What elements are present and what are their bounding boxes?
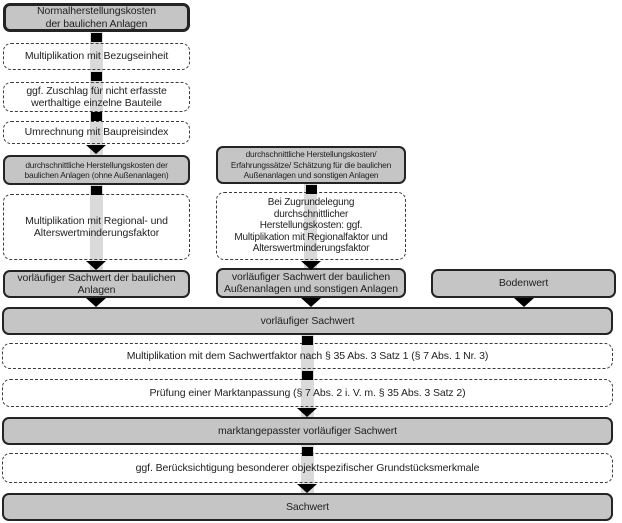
box-label: Bodenwert bbox=[498, 277, 549, 290]
box-label: Umrechnung mit Baupreisindex bbox=[24, 126, 169, 139]
box-beruecksichtigung-grundstuecksmerkmale: ggf. Berücksichtigung besonderer objekts… bbox=[2, 453, 613, 483]
box-durchschnittliche-herstellungskosten-bauliche-anlagen: durchschnittliche Herstellungskosten der… bbox=[3, 155, 190, 185]
arrow-down-icon bbox=[86, 145, 106, 154]
connector-band-middle bbox=[304, 172, 317, 275]
box-label: vorläufiger Sachwert der baulichen Anlag… bbox=[17, 271, 176, 296]
arrow-down-icon bbox=[297, 408, 317, 417]
box-vorlaeufiger-sachwert-bauliche-anlagen: vorläufiger Sachwert der baulichen Anlag… bbox=[3, 270, 190, 298]
box-multiplikation-sachwertfaktor: Multiplikation mit dem Sachwertfaktor na… bbox=[2, 343, 613, 369]
connector-square bbox=[91, 72, 102, 81]
arrow-down-icon bbox=[86, 261, 106, 270]
box-zuschlag-bauteile: ggf. Zuschlag für nicht erfasste werthal… bbox=[3, 82, 190, 112]
box-label: durchschnittliche Herstellungskosten/ Er… bbox=[230, 149, 392, 181]
box-umrechnung-baupreisindex: Umrechnung mit Baupreisindex bbox=[3, 121, 190, 144]
box-marktangepasster-vorlaeufiger-sachwert: marktangepasster vorläufiger Sachwert bbox=[2, 417, 613, 445]
connector-square bbox=[302, 371, 313, 380]
box-multiplikation-regional-alterswertminderungsfaktor: Multiplikation mit Regional- und Altersw… bbox=[3, 194, 190, 260]
connector-square bbox=[306, 185, 317, 194]
box-label: ggf. Zuschlag für nicht erfasste werthal… bbox=[26, 84, 167, 109]
box-vorlaeufiger-sachwert-aussenanlagen: vorläufiger Sachwert der baulichen Außen… bbox=[216, 268, 406, 298]
box-label: Multiplikation mit dem Sachwertfaktor na… bbox=[126, 349, 489, 362]
box-label: marktangepasster vorläufiger Sachwert bbox=[218, 424, 397, 437]
arrow-down-icon bbox=[86, 298, 106, 307]
box-label: vorläufiger Sachwert der baulichen Außen… bbox=[223, 270, 399, 295]
arrow-down-icon bbox=[297, 484, 317, 493]
box-label: Prüfung einer Marktanpassung (§ 7 Abs. 2… bbox=[149, 386, 466, 399]
box-pruefung-marktanpassung: Prüfung einer Marktanpassung (§ 7 Abs. 2… bbox=[2, 379, 613, 407]
box-label: durchschnittliche Herstellungskosten der… bbox=[24, 159, 169, 181]
box-zugrundelegung-multiplikation-regionalfaktor: Bei Zugrundelegung durchschnittlicher He… bbox=[216, 192, 406, 260]
connector-square bbox=[302, 447, 313, 456]
box-label: Sachwert bbox=[286, 500, 329, 513]
box-label: Multiplikation mit Regional- und Altersw… bbox=[25, 214, 168, 239]
box-label: ggf. Berücksichtigung besonderer objekts… bbox=[135, 461, 480, 474]
box-label: Normalherstellungskosten der baulichen A… bbox=[37, 5, 156, 30]
arrow-down-icon bbox=[514, 298, 534, 307]
box-vorlaeufiger-sachwert: vorläufiger Sachwert bbox=[2, 307, 613, 335]
box-herstellungskosten-aussenanlagen: durchschnittliche Herstellungskosten/ Er… bbox=[216, 146, 406, 184]
connector-square bbox=[91, 33, 102, 42]
connector-square bbox=[91, 112, 102, 121]
box-sachwert: Sachwert bbox=[2, 493, 613, 521]
box-bodenwert: Bodenwert bbox=[431, 269, 616, 298]
box-normalherstellungskosten: Normalherstellungskosten der baulichen A… bbox=[3, 3, 190, 32]
connector-square bbox=[302, 336, 313, 345]
box-multiplikation-bezugseinheit: Multiplikation mit Bezugseinheit bbox=[3, 43, 190, 70]
arrow-down-icon bbox=[301, 261, 321, 270]
connector-square bbox=[91, 186, 102, 195]
box-label: vorläufiger Sachwert bbox=[260, 314, 355, 327]
arrow-down-icon bbox=[301, 298, 321, 307]
box-label: Multiplikation mit Bezugseinheit bbox=[24, 50, 169, 63]
box-label: Bei Zugrundelegung durchschnittlicher He… bbox=[234, 197, 388, 255]
